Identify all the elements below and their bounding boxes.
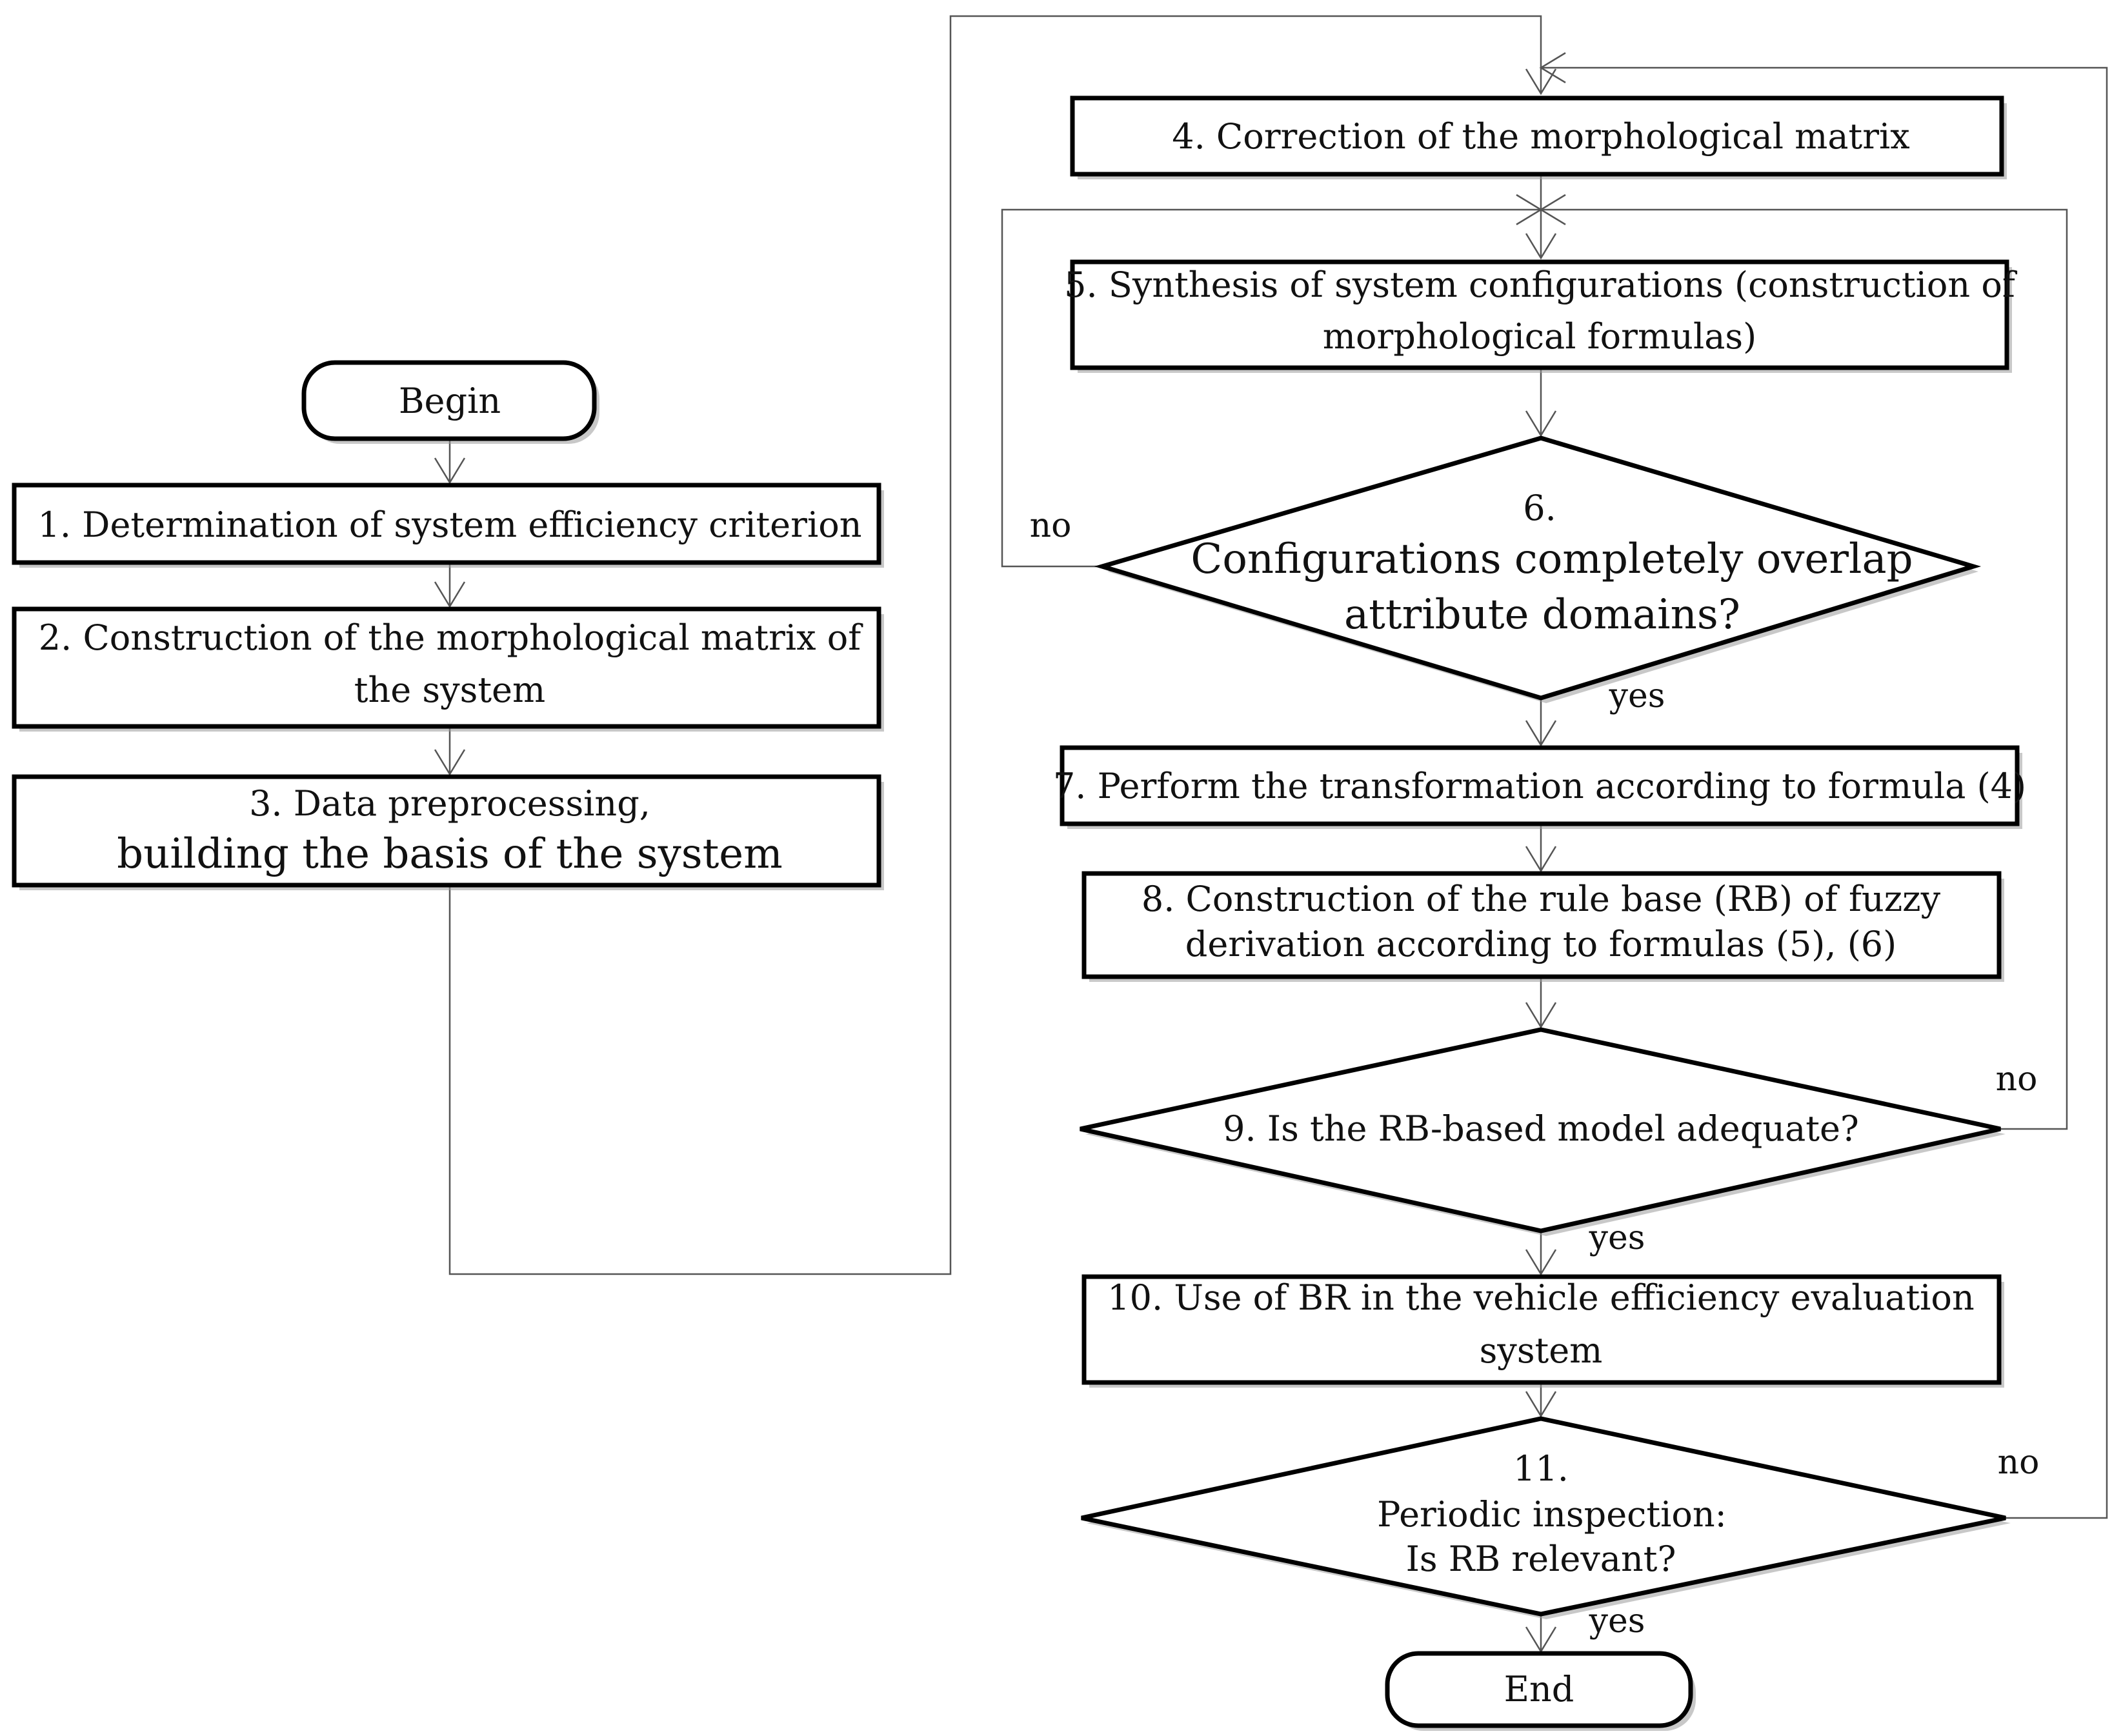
step10-text-line2: system [1480, 1330, 1603, 1371]
step1-box: 1. Determination of system efficiency cr… [12, 483, 884, 568]
step2-text-line1: 2. Construction of the morphological mat… [39, 617, 863, 658]
arrowhead-step10 [1525, 1249, 1557, 1276]
decision11-yes-label: yes [1589, 1602, 1645, 1641]
step8-text-line1: 8. Construction of the rule base (RB) of… [1141, 879, 1941, 919]
decision11-diamond: 11. Periodic inspection: Is RB relevant? [1081, 1416, 2011, 1619]
begin-terminal: Begin [301, 360, 599, 444]
end-terminal: End [1385, 1651, 1696, 1731]
step2-box: 2. Construction of the morphological mat… [12, 606, 884, 732]
end-label: End [1504, 1669, 1574, 1710]
decision6-text-line3: attribute domains? [1344, 591, 1740, 639]
step4-text: 4. Correction of the morphological matri… [1172, 116, 1910, 157]
step5-text-line1: 5. Synthesis of system configurations (c… [1064, 264, 2018, 305]
arrowhead-step11 [1525, 1391, 1557, 1418]
decision6-yes-label: yes [1609, 677, 1665, 715]
step4-box: 4. Correction of the morphological matri… [1070, 95, 2007, 179]
arrowhead-step9 [1525, 1002, 1557, 1029]
step7-box: 7. Perform the transformation according … [1053, 745, 2026, 829]
arrowhead-step5 [1525, 233, 1557, 260]
step3-box: 3. Data preprocessing, building the basi… [12, 774, 884, 890]
arrowhead-step4 [1525, 68, 1557, 95]
connector-step11-no-to-step4 [1541, 66, 2108, 1519]
step1-text: 1. Determination of system efficiency cr… [37, 504, 861, 545]
arrowhead-step8 [1525, 846, 1557, 873]
step10-text-line1: 10. Use of BR in the vehicle efficiency … [1107, 1277, 1974, 1318]
step10-box: 10. Use of BR in the vehicle efficiency … [1081, 1274, 2004, 1388]
decision6-text-line1: 6. [1523, 488, 1556, 528]
step8-box: 8. Construction of the rule base (RB) of… [1081, 871, 2004, 982]
decision11-text-line1: 11. [1513, 1448, 1569, 1489]
arrowhead-step7 [1525, 720, 1557, 747]
decision6-text-line2: Configurations completely overlap [1191, 535, 1913, 583]
decision11-no-label: no [1998, 1443, 2040, 1482]
decision11-text-line3: Is RB relevant? [1406, 1539, 1676, 1579]
connector-step3-to-step4 [448, 15, 1542, 1275]
arrowhead-step2 [434, 581, 466, 608]
arrowhead-step3 [434, 749, 466, 776]
step3-text-line1: 3. Data preprocessing, [249, 783, 650, 824]
arrowhead-step6 [1525, 410, 1557, 437]
decision9-yes-label: yes [1589, 1219, 1645, 1257]
step5-box: 5. Synthesis of system configurations (c… [1064, 259, 2018, 373]
connector-step6-no-to-step5 [1001, 208, 1541, 568]
step3-text-line2: building the basis of the system [117, 830, 783, 878]
step7-text: 7. Perform the transformation according … [1053, 766, 2026, 806]
decision9-diamond: 9. Is the RB-based model adequate? [1080, 1027, 2006, 1236]
step5-text-line2: morphological formulas) [1323, 316, 1756, 357]
step2-text-line2: the system [354, 670, 545, 710]
arrowhead-step1 [434, 457, 466, 484]
decision6-diamond: 6. Configurations completely overlap att… [1094, 435, 1982, 703]
connector-step9-no-to-step5 [1541, 208, 2068, 1130]
decision6-no-label: no [1030, 506, 1072, 545]
arrowhead-step9-no [1539, 194, 1566, 226]
step8-text-line2: derivation according to formulas (5), (6… [1185, 924, 1896, 964]
decision9-text: 9. Is the RB-based model adequate? [1223, 1108, 1859, 1149]
begin-label: Begin [399, 381, 501, 421]
decision11-text-line2: Periodic inspection: [1377, 1494, 1727, 1535]
decision9-no-label: no [1996, 1060, 2038, 1099]
arrowhead-step11-no [1539, 52, 1566, 84]
